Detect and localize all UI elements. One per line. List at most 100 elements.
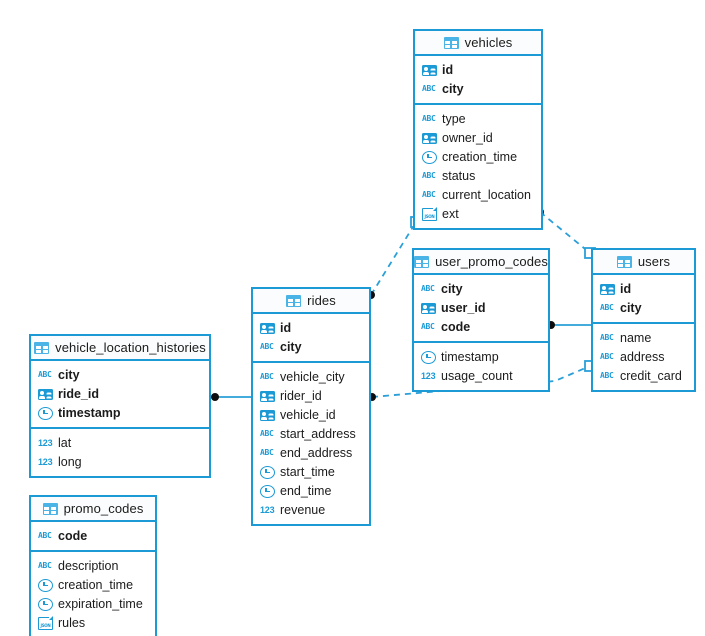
- field-name: ext: [442, 206, 459, 221]
- entity-header[interactable]: vehicles: [415, 31, 541, 56]
- abc-string-icon: ABC: [422, 114, 436, 123]
- clock-icon: [38, 406, 53, 420]
- id-card-icon: [38, 389, 53, 400]
- table-field[interactable]: ext: [415, 204, 541, 223]
- entity-title: vehicle_location_histories: [55, 340, 206, 355]
- field-name: code: [441, 319, 471, 334]
- field-name: vehicle_id: [280, 407, 336, 422]
- table-field[interactable]: creation_time: [31, 575, 155, 594]
- field-name: creation_time: [58, 577, 134, 592]
- primary-key-field[interactable]: user_id: [414, 298, 548, 317]
- field-name: revenue: [280, 502, 326, 517]
- primary-key-field[interactable]: timestamp: [31, 403, 209, 422]
- table-field[interactable]: start_time: [253, 462, 369, 481]
- table-field[interactable]: owner_id: [415, 128, 541, 147]
- table-field[interactable]: rules: [31, 613, 155, 632]
- field-name: id: [280, 320, 292, 335]
- abc-string-icon: ABC: [600, 371, 614, 380]
- field-name: type: [442, 111, 466, 126]
- table-field[interactable]: rider_id: [253, 386, 369, 405]
- table-field[interactable]: end_time: [253, 481, 369, 500]
- table-field[interactable]: 123 revenue: [253, 500, 369, 519]
- table-grid-icon: [34, 341, 50, 354]
- clock-icon: [260, 484, 275, 498]
- table-grid-icon: [286, 294, 302, 307]
- field-name: creation_time: [442, 149, 518, 164]
- table-grid-icon: [42, 502, 58, 515]
- id-card-icon: [260, 323, 275, 334]
- primary-key-field[interactable]: id: [415, 60, 541, 79]
- entity-header[interactable]: users: [593, 250, 694, 275]
- relationship-line-vehicles-users[interactable]: [539, 211, 591, 254]
- table-grid-icon: [616, 255, 632, 268]
- entity-title: rides: [307, 293, 336, 308]
- primary-key-field[interactable]: id: [253, 318, 369, 337]
- entity-title: vehicles: [464, 35, 513, 50]
- field-name: current_location: [442, 187, 531, 202]
- json-icon: [38, 616, 54, 630]
- primary-key-field[interactable]: ride_id: [31, 384, 209, 403]
- field-name: id: [620, 281, 632, 296]
- field-name: owner_id: [442, 130, 493, 145]
- id-card-icon: [260, 391, 275, 402]
- json-icon: [422, 207, 438, 221]
- table-field[interactable]: vehicle_id: [253, 405, 369, 424]
- table-field[interactable]: timestamp: [414, 347, 548, 366]
- table-field[interactable]: 123 usage_count: [414, 366, 548, 385]
- table-field[interactable]: expiration_time: [31, 594, 155, 613]
- field-name: timestamp: [441, 349, 499, 364]
- entity-header[interactable]: rides: [253, 289, 369, 314]
- table-grid-icon: [443, 36, 459, 49]
- entity-header[interactable]: user_promo_codes: [414, 250, 548, 275]
- id-card-icon: [600, 284, 615, 295]
- primary-key-field[interactable]: id: [593, 279, 694, 298]
- relationship-line-rides-vehicles[interactable]: [370, 221, 417, 296]
- table-field[interactable]: creation_time: [415, 147, 541, 166]
- number-icon: 123: [260, 505, 275, 515]
- field-name: rules: [58, 615, 86, 630]
- abc-string-icon: ABC: [422, 171, 436, 180]
- abc-string-icon: ABC: [260, 429, 274, 438]
- field-name: ride_id: [58, 386, 99, 401]
- abc-string-icon: ABC: [260, 372, 274, 381]
- entity-header[interactable]: promo_codes: [31, 497, 155, 522]
- id-card-icon: [422, 65, 437, 76]
- table-field[interactable]: ABC type: [415, 109, 541, 128]
- number-icon: 123: [421, 371, 436, 381]
- entity-header[interactable]: vehicle_location_histories: [31, 336, 209, 361]
- field-name: usage_count: [441, 368, 513, 383]
